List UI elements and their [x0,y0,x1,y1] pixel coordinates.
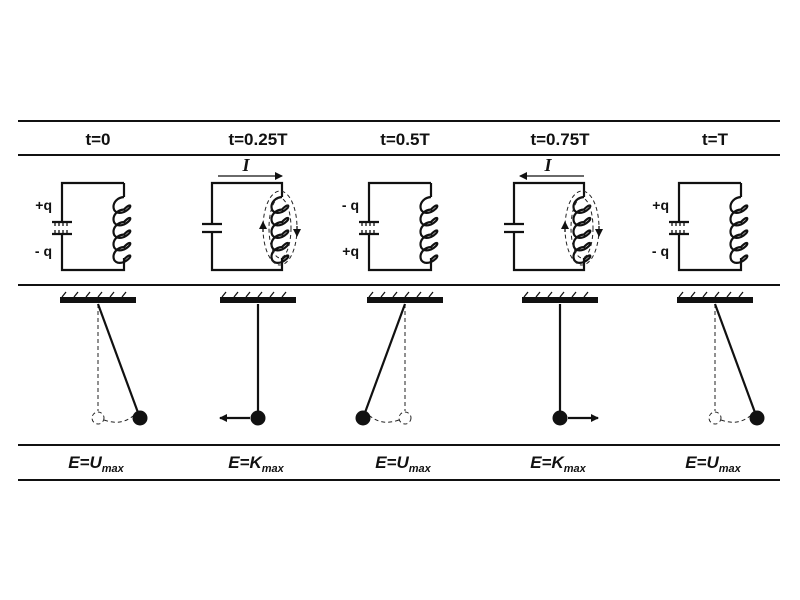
time-label: t=0 [85,130,110,149]
circuit-wire [210,181,284,272]
ceiling-hatching [523,291,589,298]
bottom-charge-label: +q [342,243,359,259]
swing-arc [369,415,400,423]
ceiling-mount [677,297,753,303]
capacitor-charge-marks [54,223,68,233]
current-label: I [241,155,250,175]
pendulum [522,291,599,426]
time-label: t=0.75T [530,130,590,149]
pendulum-bob [132,410,148,426]
ceiling-mount [522,297,598,303]
energy-symbol: U [706,453,719,472]
column-3: t=0.5T - q +qE=Umax [342,130,443,475]
time-label: t=T [702,130,729,149]
top-charge-label: +q [35,197,52,213]
lc-circuit: - q +q [342,181,439,272]
energy-label: E=Kmax [228,453,284,475]
magnetic-field-loop [262,190,298,266]
ceiling-mount [60,297,136,303]
ceiling-mount [367,297,443,303]
pendulum-bob [355,410,371,426]
inductor-coil-icon [419,195,439,264]
pendulum-string [361,303,407,419]
lc-circuit: +q - q [35,181,132,272]
time-label: t=0.5T [380,130,430,149]
ceiling-hatching [678,291,744,298]
energy-prefix: E= [375,453,396,472]
bottom-charge-label: - q [652,243,669,259]
energy-subscript: max [564,463,587,475]
inductor-coil-icon [112,195,132,264]
ceiling-mount [220,297,296,303]
equilibrium-bob [91,411,105,425]
swing-arc [103,415,134,423]
pendulum-string [713,303,759,419]
energy-subscript: max [262,463,285,475]
circuit-wire [677,181,743,272]
energy-subscript: max [409,463,432,475]
lc-circuit: I [202,155,301,272]
energy-symbol: U [396,453,409,472]
circuit-wire [367,181,433,272]
magnetic-field-loop-inner [268,197,292,259]
column-5: t=T +q - q E=Umax [652,130,765,475]
pendulum-bob [250,410,266,426]
equilibrium-bob [398,411,412,425]
ceiling-hatching [61,291,127,298]
column-1: t=0 +q - q E=Umax [35,130,148,475]
top-charge-label: - q [342,197,359,213]
energy-symbol: K [249,453,263,472]
pendulum [677,291,765,426]
pendulum-string [96,303,142,419]
bottom-charge-label: - q [35,243,52,259]
pendulum-bob [552,410,568,426]
lc-circuit: +q - q [652,181,749,272]
time-label: t=0.25T [228,130,288,149]
current-label: I [543,155,552,175]
energy-subscript: max [102,463,125,475]
equilibrium-bob [708,411,722,425]
energy-symbol: U [89,453,102,472]
column-4: t=0.75T I E=Kmax [504,130,603,475]
energy-prefix: E= [530,453,551,472]
energy-label: E=Kmax [530,453,586,475]
energy-symbol: K [551,453,565,472]
pendulum-bob [749,410,765,426]
inductor-coil-icon [729,195,749,264]
lc-circuit: I [504,155,603,272]
capacitor-charge-marks [361,223,375,233]
energy-subscript: max [719,463,742,475]
circuit-wire [512,181,586,272]
pendulum [355,291,443,426]
energy-prefix: E= [685,453,706,472]
ceiling-hatching [221,291,287,298]
energy-label: E=Umax [685,453,741,475]
energy-prefix: E= [228,453,249,472]
magnetic-field-loop-inner [570,197,594,259]
energy-label: E=Umax [68,453,124,475]
ceiling-hatching [368,291,434,298]
capacitor-charge-marks [671,223,685,233]
pendulum [219,291,296,426]
swing-arc [720,415,751,423]
energy-prefix: E= [68,453,89,472]
magnetic-field-loop [564,190,600,266]
top-charge-label: +q [652,197,669,213]
circuit-wire [60,181,126,272]
column-2: t=0.25T I E=Kmax [202,130,301,475]
energy-label: E=Umax [375,453,431,475]
pendulum [60,291,148,426]
